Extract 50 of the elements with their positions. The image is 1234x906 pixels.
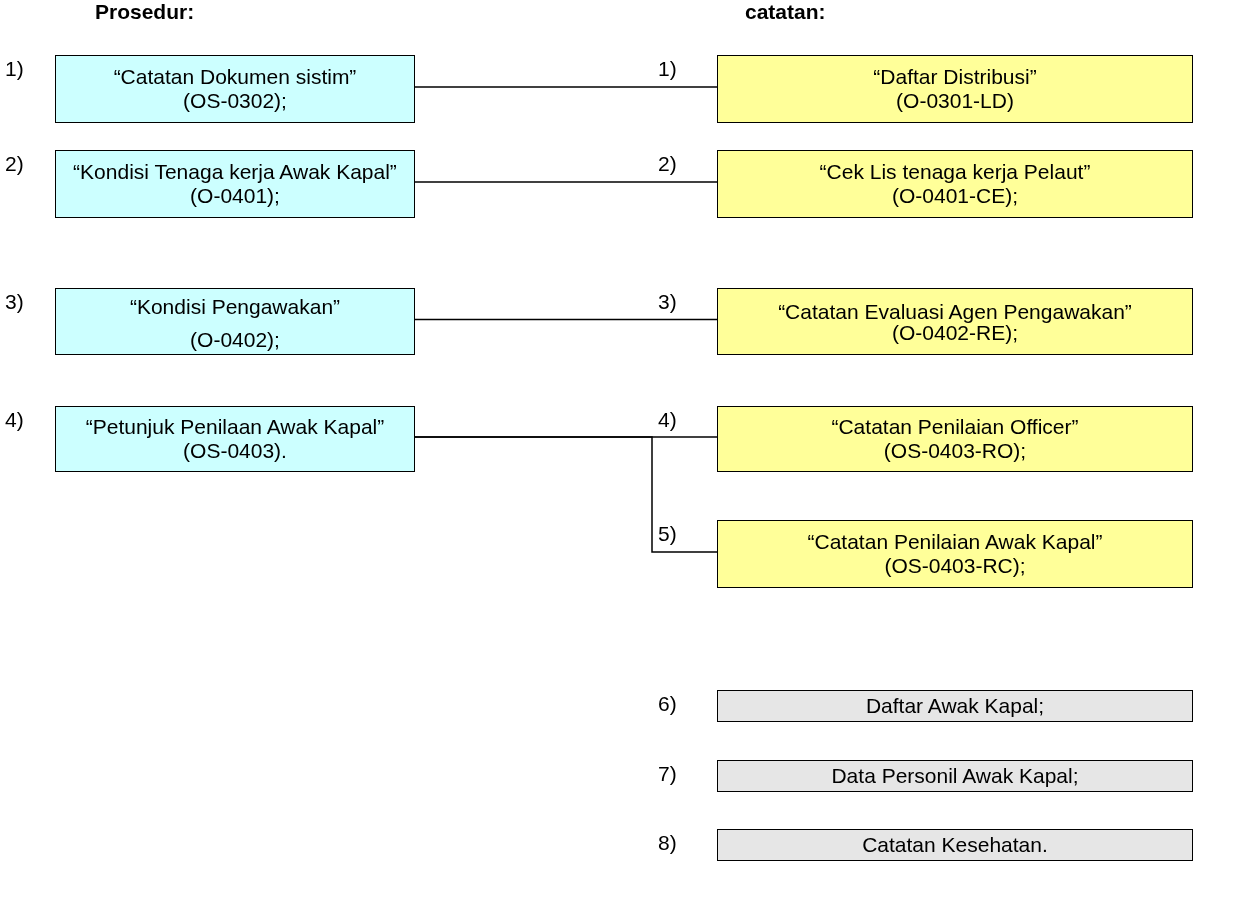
node-text: Daftar Awak Kapal; bbox=[865, 693, 1045, 719]
connector-line bbox=[414, 436, 718, 553]
item-number: 7) bbox=[658, 762, 677, 786]
item-number: 2) bbox=[658, 152, 677, 176]
node-text: “Catatan Dokumen sistim” bbox=[113, 64, 357, 89]
record-box bbox=[717, 520, 1193, 588]
node-text: (OS-0302); bbox=[183, 89, 287, 114]
node-text: (O-0301-LD) bbox=[896, 89, 1014, 114]
connector-line bbox=[414, 181, 718, 183]
node-text: “Daftar Distribusi” bbox=[873, 64, 1037, 89]
item-number: 1) bbox=[658, 57, 677, 81]
connector-line bbox=[414, 318, 718, 321]
node-text: “Catatan Penilaian Officer” bbox=[831, 414, 1079, 439]
node-text: “Catatan Evaluasi Agen Pengawakan” bbox=[778, 300, 1132, 322]
node-text: “Cek Lis tenaga kerja Pelaut” bbox=[819, 159, 1091, 184]
procedure-box bbox=[55, 406, 415, 472]
procedure-box bbox=[55, 55, 415, 123]
procedure-box bbox=[55, 288, 415, 355]
column-heading: catatan: bbox=[745, 0, 826, 24]
node-text: “Catatan Penilaian Awak Kapal” bbox=[807, 529, 1103, 554]
connector-line bbox=[414, 86, 718, 88]
record-box bbox=[717, 55, 1193, 123]
node-text: Data Personil Awak Kapal; bbox=[831, 763, 1079, 789]
record-box bbox=[717, 288, 1193, 355]
record-box bbox=[717, 690, 1193, 722]
node-text: (O-0401); bbox=[190, 184, 280, 209]
item-number: 1) bbox=[5, 57, 24, 81]
item-number: 8) bbox=[658, 831, 677, 855]
node-text: “Petunjuk Penilaan Awak Kapal” bbox=[85, 414, 385, 439]
node-text: (O-0401-CE); bbox=[892, 184, 1018, 209]
node-text: (OS-0403-RC); bbox=[884, 554, 1026, 579]
record-box bbox=[717, 760, 1193, 792]
node-text: (OS-0403). bbox=[183, 439, 287, 464]
item-number: 4) bbox=[658, 408, 677, 432]
record-box bbox=[717, 406, 1193, 472]
procedure-box bbox=[55, 150, 415, 218]
item-number: 3) bbox=[5, 290, 24, 314]
node-text: “Kondisi Tenaga kerja Awak Kapal” bbox=[73, 159, 397, 184]
record-box bbox=[717, 150, 1193, 218]
node-text: (OS-0403-RO); bbox=[883, 439, 1027, 464]
item-number: 3) bbox=[658, 290, 677, 314]
node-text: (O-0402); bbox=[190, 327, 280, 352]
column-heading: Prosedur: bbox=[95, 0, 195, 24]
item-number: 4) bbox=[5, 408, 24, 432]
node-text: Catatan Kesehatan. bbox=[862, 832, 1048, 858]
item-number: 5) bbox=[658, 522, 677, 546]
item-number: 2) bbox=[5, 152, 24, 176]
record-box bbox=[717, 829, 1193, 861]
node-text: “Kondisi Pengawakan” bbox=[129, 295, 341, 320]
item-number: 6) bbox=[658, 692, 677, 716]
